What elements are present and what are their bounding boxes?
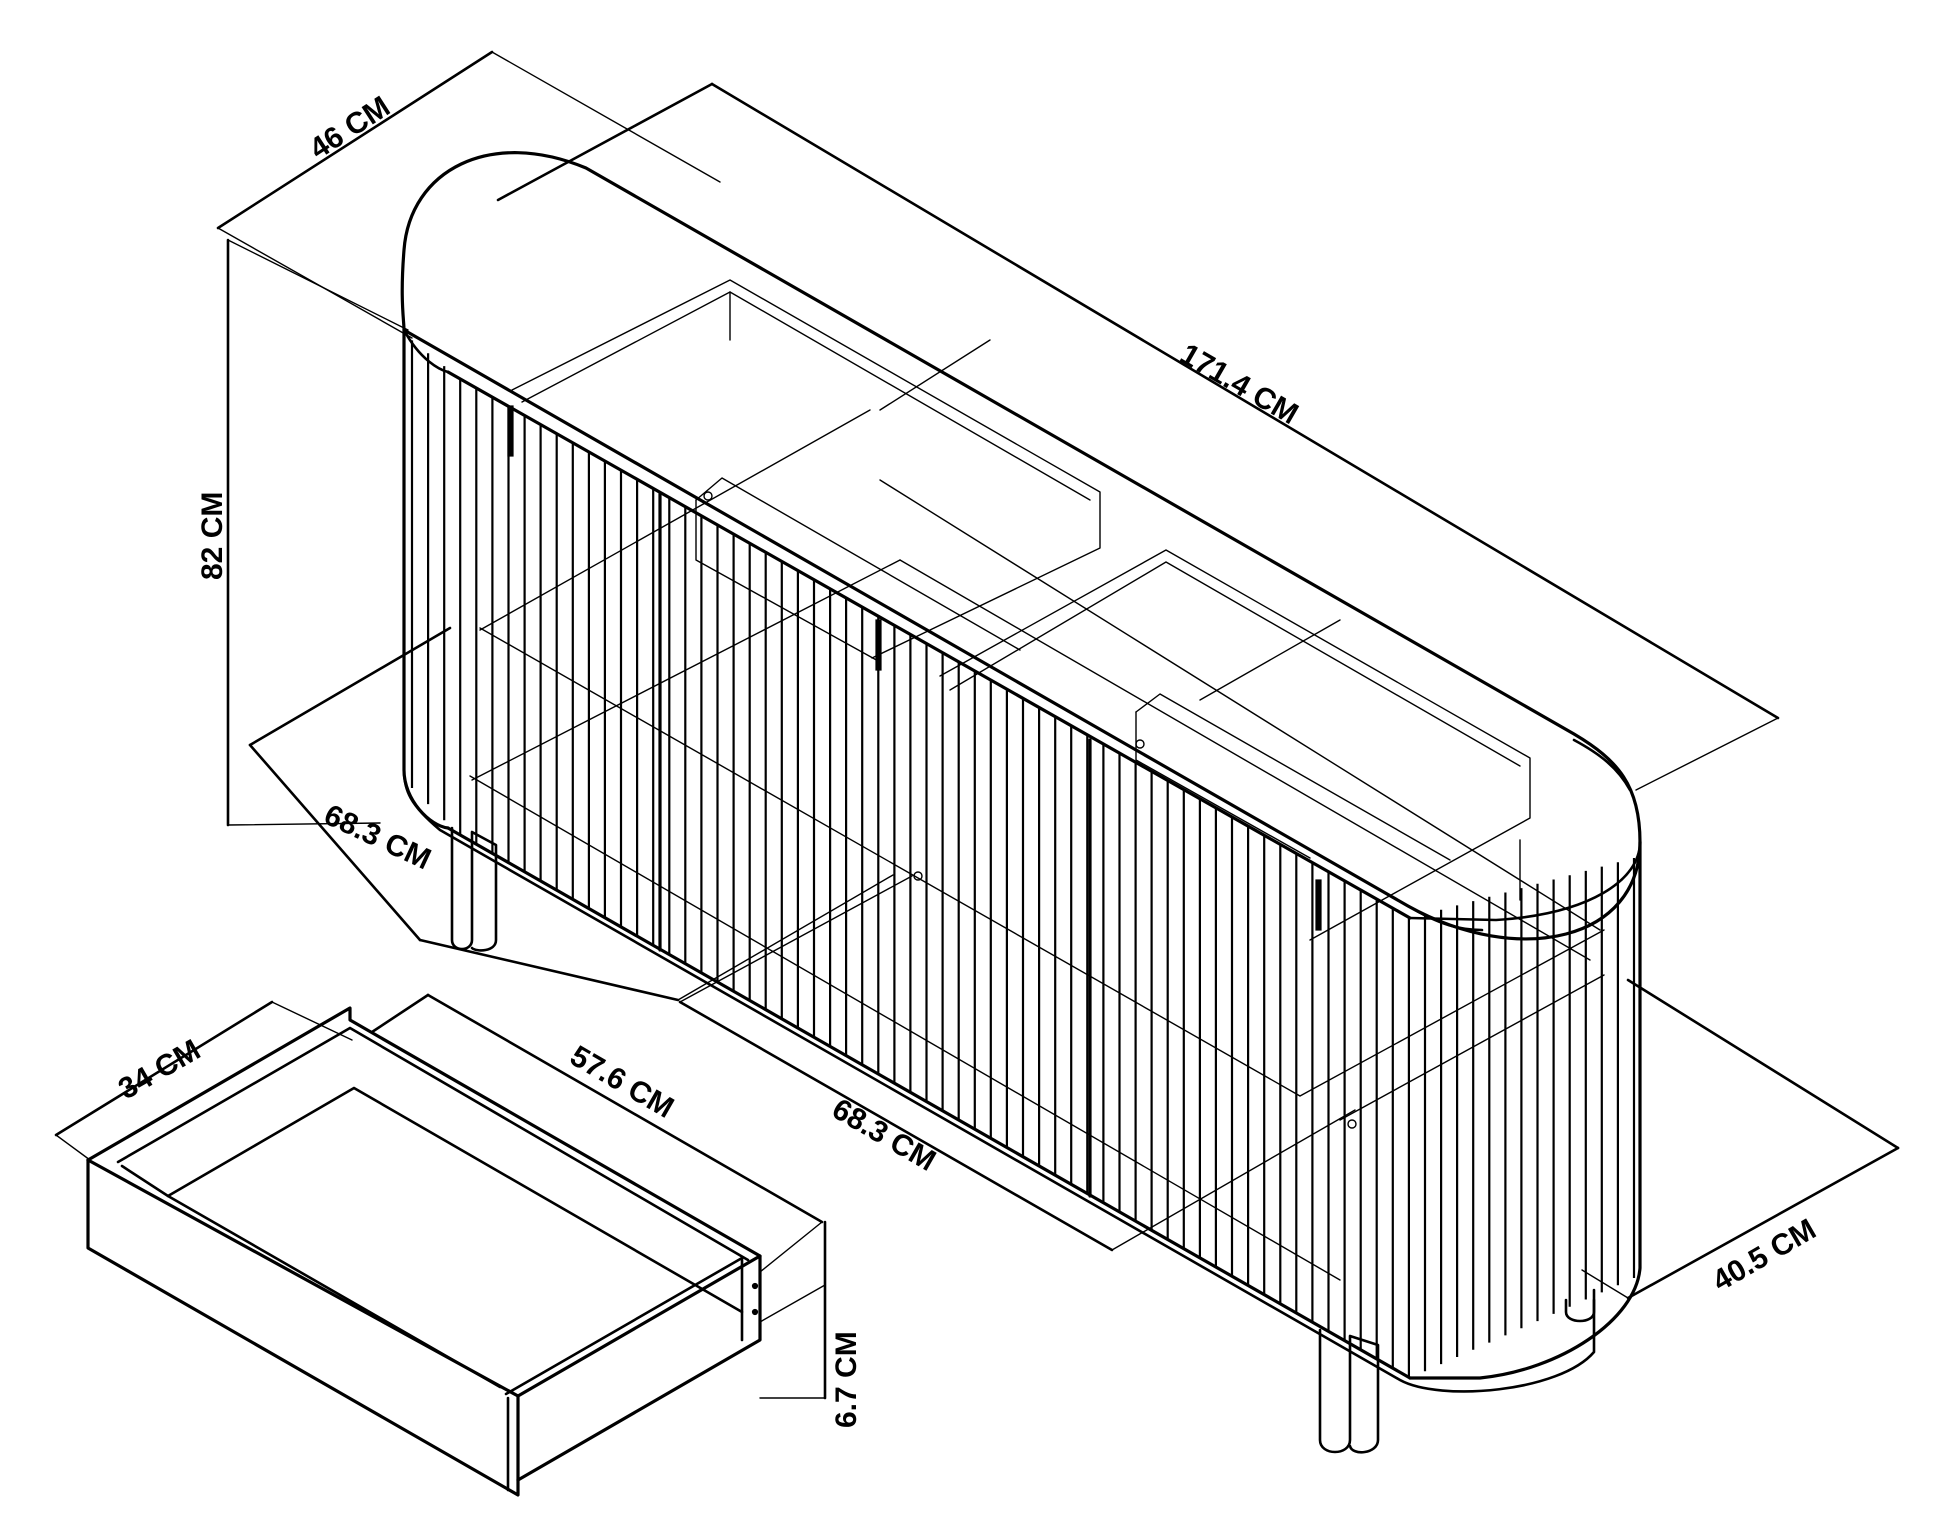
sideboard-front-top-edge (446, 370, 1412, 920)
leg-front-right (1318, 1328, 1380, 1454)
leg-back-right (1564, 1288, 1596, 1323)
dim-label-door-width-right: 68.3 CM (827, 1092, 942, 1177)
dim-label-depth-top: 46 CM (304, 90, 396, 166)
fluted-slats (410, 340, 1636, 1378)
leg-front-left (450, 826, 498, 952)
dim-label-depth-side: 40.5 CM (1707, 1213, 1822, 1298)
dim-label-drawer-height: 6.7 CM (830, 1331, 863, 1428)
dim-label-height-total: 82 CM (196, 492, 229, 580)
drawer (86, 1006, 762, 1497)
legs (450, 826, 1596, 1454)
internal-frame (469, 279, 1605, 1281)
dim-label-drawer-depth: 34 CM (113, 1033, 206, 1106)
sideboard-front-bottom-edge (446, 826, 1412, 1380)
dimension-lines (54, 50, 1900, 1400)
dimension-labels: 46 CM 171.4 CM 82 CM 68.3 CM 68.3 CM 40.… (113, 90, 1822, 1428)
dim-label-width-total: 171.4 CM (1175, 337, 1304, 431)
sideboard (400, 151, 1642, 1454)
sideboard-top (400, 151, 1642, 941)
